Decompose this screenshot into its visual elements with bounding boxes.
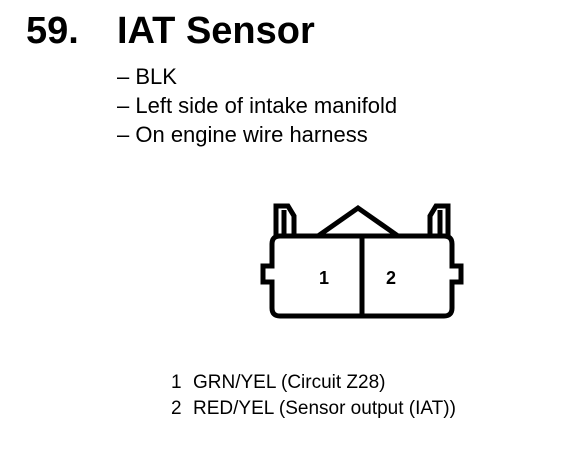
pin-number: 2: [171, 398, 182, 419]
pin-legend-item: 1 GRN/YEL (Circuit Z28): [171, 370, 456, 396]
cavity-2-label: 2: [386, 268, 396, 288]
section-number: 59.: [26, 10, 79, 52]
right-lock-tab: [427, 203, 451, 236]
connector-color: BLK: [117, 62, 397, 91]
pin-description: RED/YEL (Sensor output (IAT)): [193, 398, 456, 419]
component-location: Left side of intake manifold: [117, 91, 397, 120]
pin-description: GRN/YEL (Circuit Z28): [193, 372, 386, 393]
page-title: IAT Sensor: [117, 10, 315, 52]
pin-legend-item: 2 RED/YEL (Sensor output (IAT)): [171, 396, 456, 422]
connector-key: [316, 204, 400, 239]
component-details: BLK Left side of intake manifold On engi…: [117, 62, 397, 149]
cavity-1-label: 1: [319, 268, 329, 288]
pin-number: 1: [171, 372, 182, 393]
left-lock-tab: [273, 203, 297, 236]
pin-legend: 1 GRN/YEL (Circuit Z28) 2 RED/YEL (Sensor …: [171, 370, 456, 422]
connector-diagram: 1 2: [260, 203, 464, 319]
connector-body: [260, 233, 464, 319]
harness-location: On engine wire harness: [117, 120, 397, 149]
